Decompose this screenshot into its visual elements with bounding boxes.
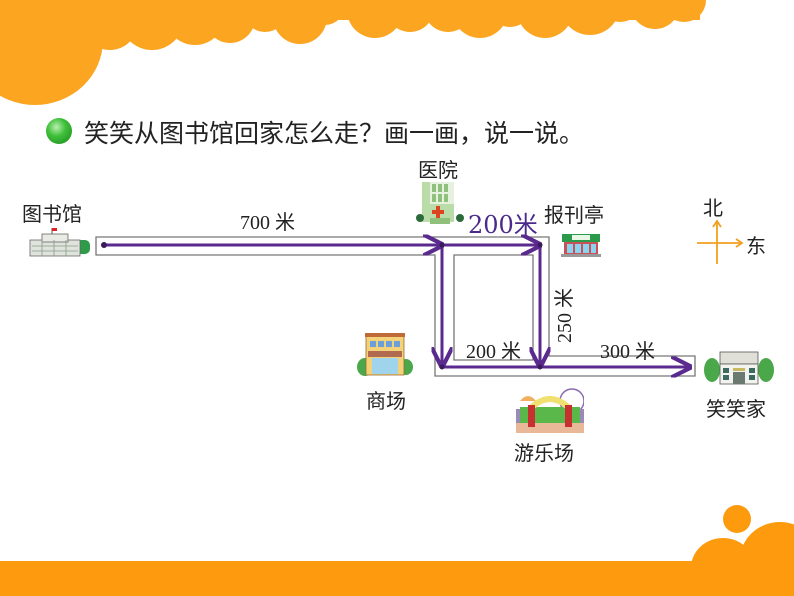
distance-hospital-newsstand: 200米 (468, 211, 538, 239)
header-cloud-decoration (0, 0, 706, 105)
mall-label: 商场 (366, 389, 406, 413)
amusement-park-label: 游乐场 (514, 441, 574, 465)
newsstand-label: 报刊亭 (544, 203, 604, 227)
library-label: 图书馆 (22, 202, 82, 226)
distance-newsstand-park: 250 米 (554, 288, 576, 343)
question-text: 笑笑从图书馆回家怎么走？画一画，说一说。 (84, 119, 585, 148)
hospital-label: 医院 (418, 158, 458, 182)
compass-east-label: 东 (746, 234, 766, 258)
distance-park-home: 300 米 (600, 341, 655, 363)
distance-mall-park: 200 米 (466, 341, 521, 363)
distance-library-hospital: 700 米 (240, 212, 295, 234)
house-icon (704, 351, 774, 385)
compass-north-label: 北 (703, 196, 723, 220)
compass-arrows-icon (697, 219, 744, 264)
hospital-building-icon (416, 182, 464, 224)
library-building-icon (29, 228, 90, 257)
newsstand-icon (561, 234, 601, 257)
question-bullet-icon (46, 118, 72, 144)
shopping-mall-icon (357, 333, 413, 376)
amusement-park-icon (516, 388, 584, 433)
footer-cloud-decoration (0, 505, 794, 596)
home-label: 笑笑家 (706, 397, 766, 421)
